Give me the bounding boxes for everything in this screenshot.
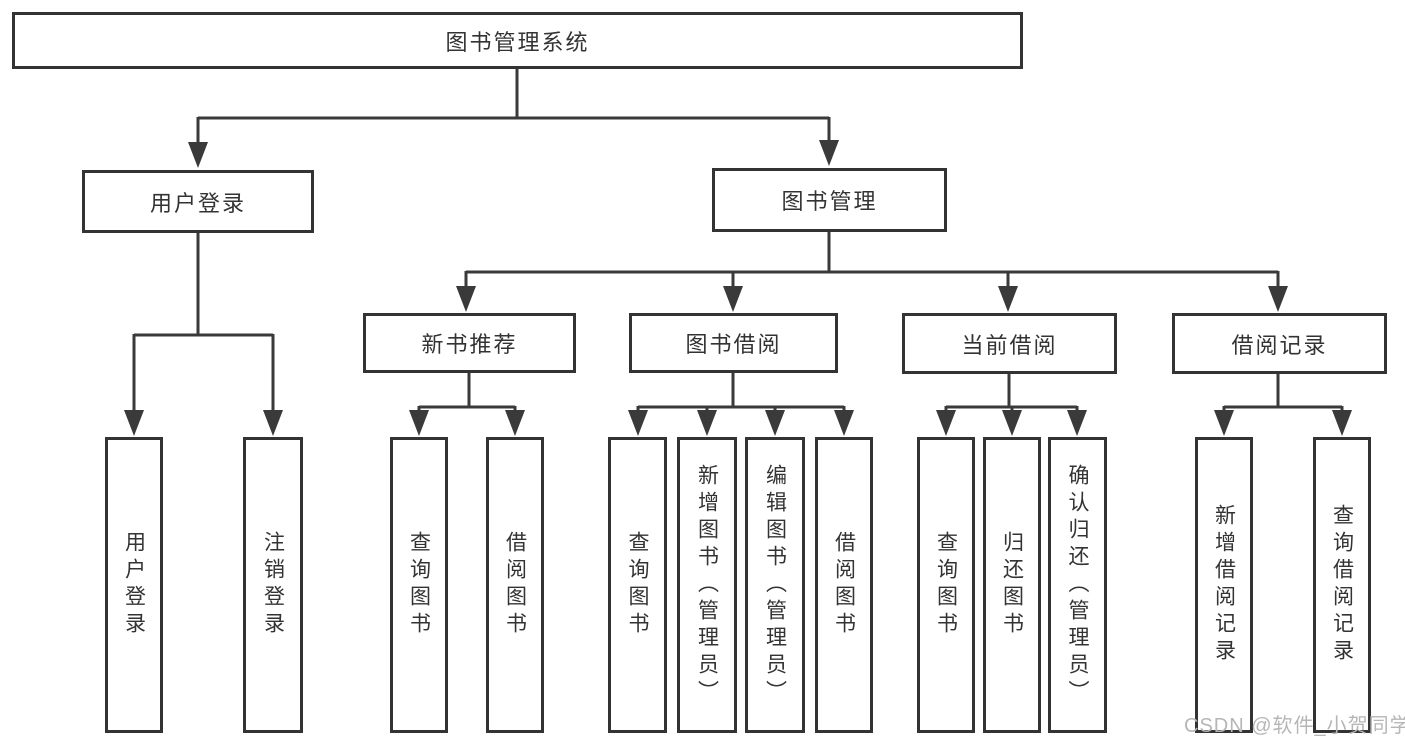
node-current-borrowing: 当前借阅 — [902, 313, 1117, 374]
node-label: 借阅记录 — [1231, 332, 1328, 358]
node-label: 图书借阅 — [685, 332, 782, 357]
leaf-label: 编辑图书（管理员） — [763, 463, 787, 707]
leaf-label: 注销登录 — [261, 531, 285, 639]
node-label: 用户登录 — [149, 190, 246, 216]
leaf-user-login: 用户登录 — [105, 437, 163, 733]
leaf-recommend-query-books: 查询图书 — [390, 437, 448, 733]
leaf-label: 借阅图书 — [503, 531, 527, 639]
leaf-records-query-borrow-record: 查询借阅记录 — [1313, 437, 1371, 733]
node-label: 新书推荐 — [421, 332, 518, 357]
leaf-records-add-borrow-record: 新增借阅记录 — [1195, 437, 1253, 733]
leaf-logout: 注销登录 — [243, 437, 303, 733]
leaf-label: 查询借阅记录 — [1330, 504, 1354, 666]
node-book-borrowing: 图书借阅 — [629, 313, 838, 373]
leaf-label: 新增借阅记录 — [1212, 504, 1236, 666]
node-user-login: 用户登录 — [82, 170, 314, 233]
leaf-borrowing-edit-books-admin: 编辑图书（管理员） — [745, 437, 805, 733]
csdn-watermark: CSDN @软件_小贺同学 — [1184, 715, 1405, 737]
node-book-management: 图书管理 — [712, 168, 947, 232]
leaf-current-return-books: 归还图书 — [983, 437, 1041, 733]
leaf-recommend-borrow-books: 借阅图书 — [486, 437, 544, 733]
leaf-current-confirm-return-admin: 确认归还（管理员） — [1048, 437, 1107, 733]
node-label: 图书管理 — [781, 189, 878, 214]
node-borrowing-records: 借阅记录 — [1172, 313, 1387, 374]
node-library-management-system: 图书管理系统 — [12, 12, 1023, 69]
leaf-borrowing-query-books: 查询图书 — [608, 437, 667, 733]
leaf-label: 用户登录 — [122, 531, 146, 639]
node-label: 当前借阅 — [961, 332, 1058, 358]
leaf-label: 确认归还（管理员） — [1066, 463, 1089, 707]
leaf-label: 归还图书 — [1000, 531, 1024, 639]
leaf-label: 借阅图书 — [832, 531, 856, 639]
node-label: 图书管理系统 — [445, 29, 590, 55]
arrowhead-group — [124, 140, 1352, 436]
leaf-label: 查询图书 — [934, 531, 958, 639]
node-new-book-recommendation: 新书推荐 — [363, 313, 576, 373]
leaf-borrowing-borrow-books: 借阅图书 — [815, 437, 873, 733]
leaf-borrowing-add-books-admin: 新增图书（管理员） — [677, 437, 737, 733]
leaf-label: 查询图书 — [626, 531, 649, 639]
leaf-label: 新增图书（管理员） — [695, 463, 719, 707]
leaf-current-query-books: 查询图书 — [917, 437, 975, 733]
leaf-label: 查询图书 — [407, 531, 431, 639]
